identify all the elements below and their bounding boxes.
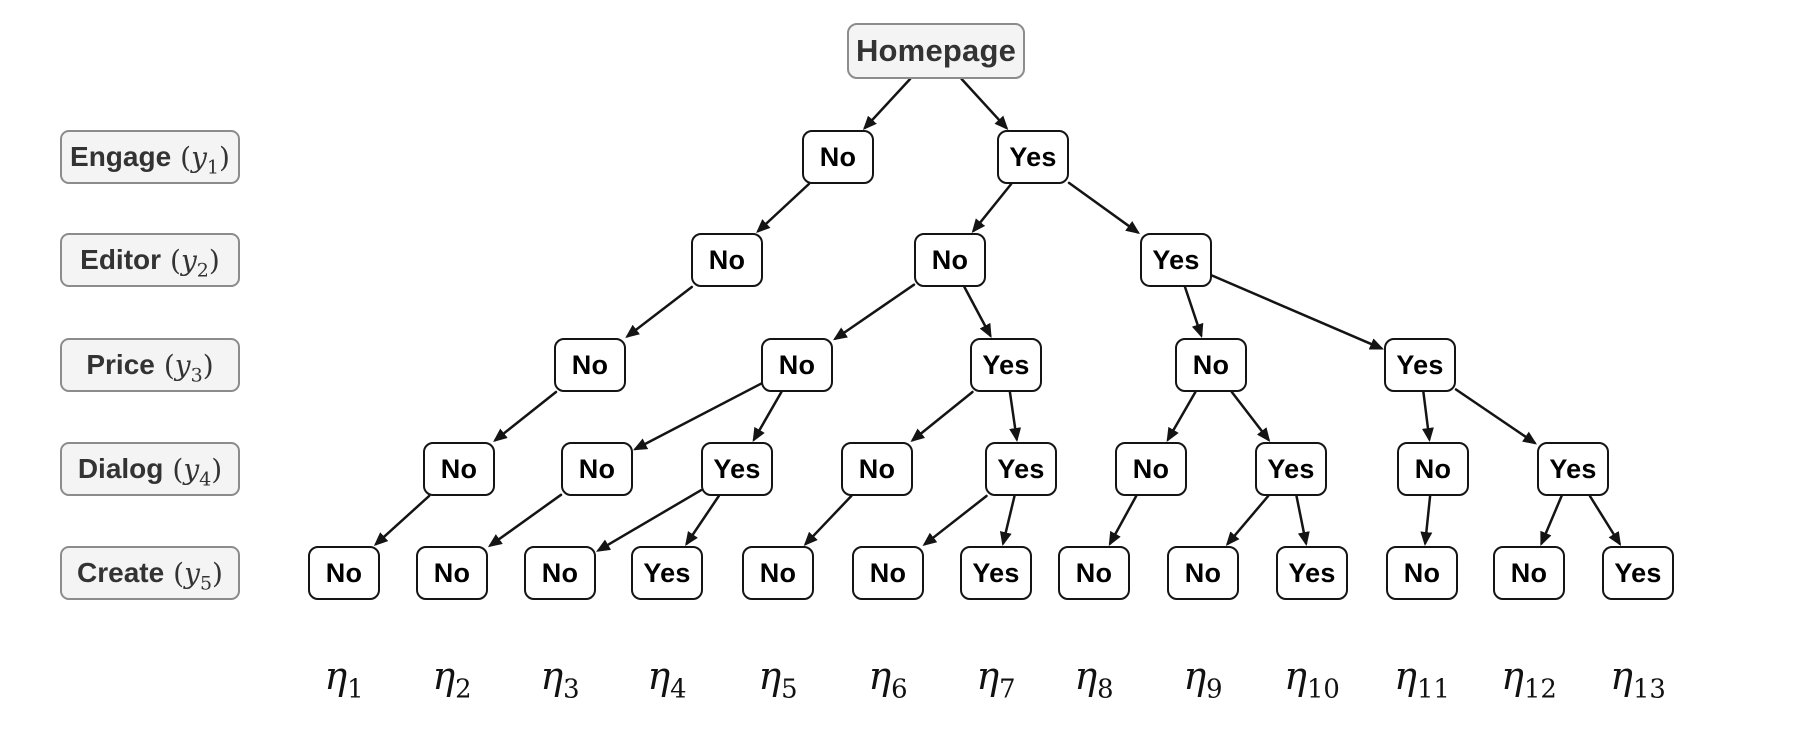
tree-node-price-no3: No [1175,338,1247,392]
row-label-editor: Editor (y2) [60,233,240,287]
tree-node-create-2: No [416,546,488,600]
row-label-name: Create [77,557,165,588]
leaf-label-eta-9: η9 [1183,654,1223,705]
edge-editor-no2-to-price-no2 [833,283,916,341]
tree-node-dialog-yes3: Yes [1255,442,1327,496]
tree-node-create-4: Yes [631,546,703,600]
leaf-label-eta-5: η5 [758,654,798,705]
edge-root-to-engage-yes [960,77,1009,131]
edge-dialog-yes1-to-create-3 [596,488,703,552]
edge-price-no3-to-dialog-yes3 [1230,390,1271,442]
edge-price-no3-to-dialog-no4 [1166,390,1197,442]
edge-dialog-no3-to-create-5 [803,494,853,546]
tree-node-create-9: No [1167,546,1239,600]
edge-dialog-yes2-to-create-7 [999,494,1016,547]
tree-node-dialog-no1: No [423,442,495,496]
row-label-name: Price [86,349,155,380]
edge-price-no2-to-dialog-no2 [633,382,763,451]
tree-node-dialog-no4: No [1115,442,1187,496]
row-label-variable: (y2) [170,243,220,282]
edge-editor-no1-to-price-no1 [625,285,694,339]
leaf-label-eta-13: η13 [1610,654,1666,705]
edge-root-to-engage-no [862,77,912,131]
tree-node-create-10: Yes [1276,546,1348,600]
tree-node-price-yes1: Yes [970,338,1042,392]
edge-engage-no-to-editor-no1 [756,182,811,234]
leaf-label-eta-2: η2 [432,654,472,705]
edge-dialog-no4-to-create-8 [1108,494,1138,547]
leaf-label-eta-7: η7 [976,654,1016,705]
edge-dialog-yes4-to-create-13 [1588,494,1622,547]
row-label-variable: (y1) [180,140,230,179]
edge-editor-yes-to-price-no3 [1183,285,1204,339]
edge-price-yes2-to-dialog-yes4 [1454,388,1537,445]
tree-node-engage-no: No [802,130,874,184]
tree-node-create-1: No [308,546,380,600]
tree-node-create-11: No [1386,546,1458,600]
leaf-label-eta-1: η1 [324,654,364,705]
leaf-label-eta-12: η12 [1501,654,1557,705]
tree-node-create-8: No [1058,546,1130,600]
edge-editor-yes-to-price-yes2 [1210,274,1384,350]
edge-price-yes2-to-dialog-no5 [1421,390,1434,442]
row-label-variable: (y5) [173,556,223,595]
leaf-label-eta-4: η4 [647,654,687,705]
row-label-name: Engage [70,141,172,172]
edge-dialog-yes1-to-create-4 [685,494,721,546]
edge-dialog-no2-to-create-2 [487,493,563,548]
leaf-label-eta-8: η8 [1074,654,1114,705]
tree-node-engage-yes: Yes [997,130,1069,184]
tree-node-price-no2: No [761,338,833,392]
edge-editor-no2-to-price-yes1 [963,285,992,339]
tree-node-editor-no2: No [914,233,986,287]
edge-dialog-yes2-to-create-6 [922,494,988,547]
row-label-dialog: Dialog (y4) [60,442,240,496]
edge-dialog-yes3-to-create-10 [1295,494,1310,547]
row-label-name: Editor [80,244,162,275]
row-label-price: Price (y3) [60,338,240,392]
tree-node-dialog-yes1: Yes [701,442,773,496]
tree-node-editor-no1: No [691,233,763,287]
row-label-variable: (y4) [172,452,223,491]
tree-root-homepage: Homepage [847,23,1025,79]
edge-price-yes1-to-dialog-no3 [910,390,974,442]
tree-node-dialog-no5: No [1397,442,1469,496]
edge-price-yes1-to-dialog-yes2 [1008,390,1022,442]
tree-node-dialog-no3: No [841,442,913,496]
leaf-label-eta-11: η11 [1394,654,1450,705]
edge-dialog-yes4-to-create-12 [1540,494,1563,546]
tree-node-create-5: No [742,546,814,600]
edge-dialog-no1-to-create-1 [373,494,431,547]
edge-price-no1-to-dialog-no1 [493,390,558,442]
tree-node-create-13: Yes [1602,546,1674,600]
tree-node-create-3: No [524,546,596,600]
row-label-create: Create (y5) [60,546,240,600]
tree-node-create-7: Yes [960,546,1032,600]
leaf-label-eta-6: η6 [868,654,908,705]
tree-node-create-12: No [1493,546,1565,600]
leaf-label-eta-3: η3 [540,654,580,705]
tree-node-dialog-yes4: Yes [1537,442,1609,496]
tree-node-editor-yes: Yes [1140,233,1212,287]
row-label-engage: Engage (y1) [60,130,240,184]
edge-dialog-no5-to-create-11 [1420,494,1433,546]
tree-node-dialog-yes2: Yes [985,442,1057,496]
edge-dialog-yes3-to-create-9 [1225,494,1270,546]
leaf-label-eta-10: η10 [1284,654,1340,705]
edge-engage-yes-to-editor-no2 [971,182,1013,234]
edge-engage-yes-to-editor-yes [1067,181,1141,235]
tree-node-price-yes2: Yes [1384,338,1456,392]
row-label-name: Dialog [77,453,164,484]
tree-node-price-no1: No [554,338,626,392]
tree-node-dialog-no2: No [561,442,633,496]
row-label-variable: (y3) [163,348,214,387]
edge-price-no2-to-dialog-yes1 [752,390,783,442]
tree-node-create-6: No [852,546,924,600]
